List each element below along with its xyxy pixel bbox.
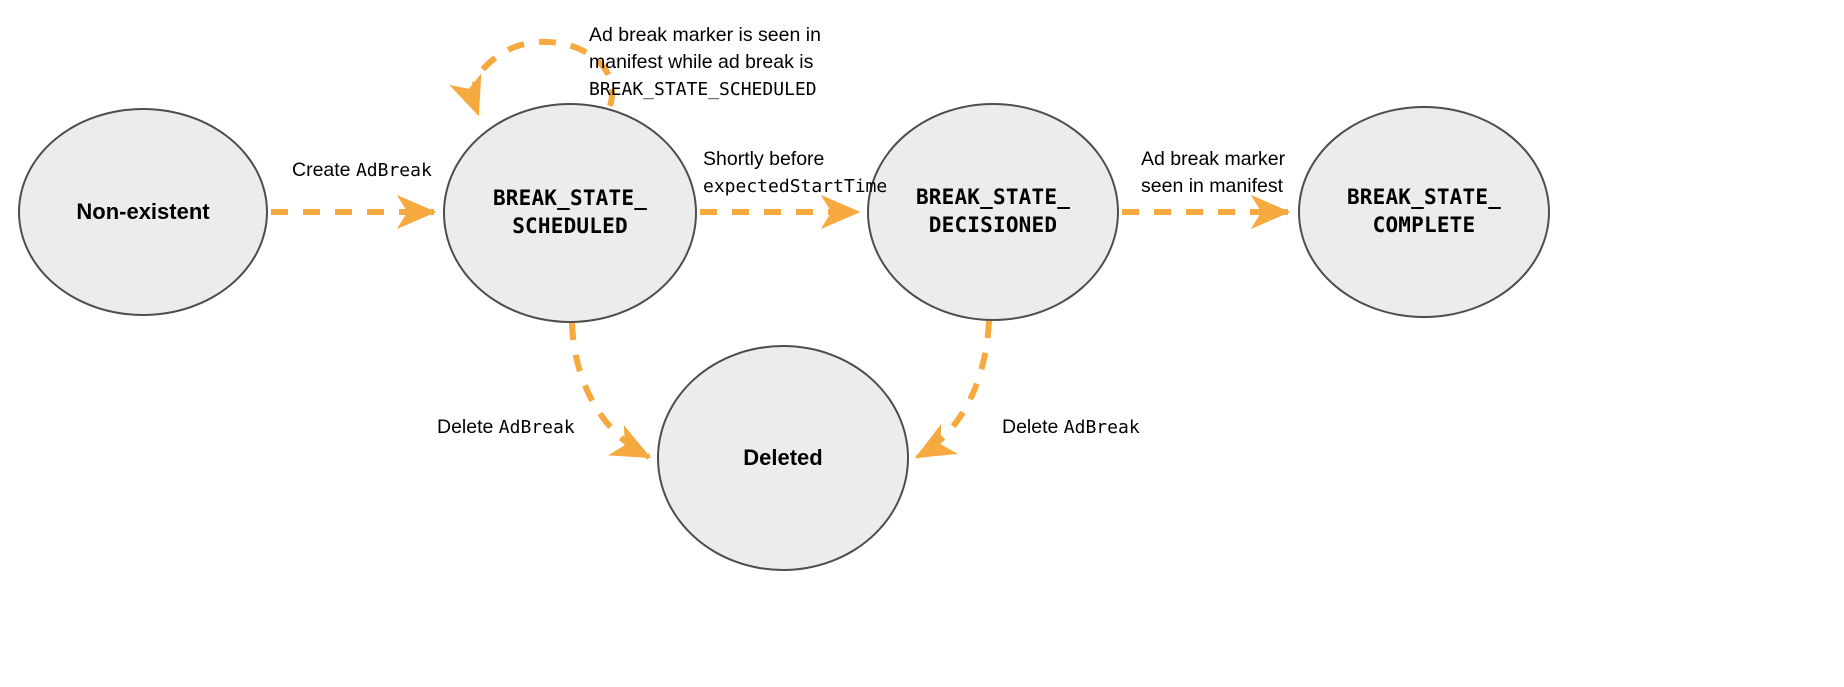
node-deleted-label: Deleted [743, 445, 823, 471]
edge-label-marker-seen-in-manifest: Ad break marker seen in manifest [1141, 146, 1285, 200]
edge-scheduled-self-loop [449, 39, 616, 117]
node-non-existent[interactable]: Non-existent [18, 108, 268, 316]
edge-label-scheduled-self-loop: Ad break marker is seen in manifest while… [589, 22, 821, 103]
edge-label-shortly-before-text: Shortly before [703, 148, 825, 170]
edge-delete-from-decisioned [914, 320, 992, 460]
edge-label-marker-seen-line1: Ad break marker [1141, 148, 1286, 170]
node-deleted[interactable]: Deleted [657, 345, 909, 571]
edge-label-delete-decisioned-text: Delete [1002, 416, 1064, 438]
edge-label-delete-from-decisioned: Delete AdBreak [1002, 414, 1140, 441]
edge-delete-from-scheduled [569, 322, 652, 460]
edge-label-shortly-before: Shortly before expectedStartTime [703, 146, 887, 200]
node-break-state-scheduled[interactable]: BREAK_STATE_ SCHEDULED [443, 103, 697, 323]
edge-label-delete-from-scheduled: Delete AdBreak [437, 414, 575, 441]
edge-label-self-loop-code: BREAK_STATE_SCHEDULED [589, 78, 817, 100]
edge-label-marker-seen-line2: seen in manifest [1141, 174, 1283, 197]
edge-label-self-loop-line2: manifest while ad break is [589, 50, 814, 73]
edge-label-self-loop-line1: Ad break marker is seen in [589, 24, 821, 46]
edge-label-delete-scheduled-text: Delete [437, 416, 499, 438]
edge-label-create-adbreak-code: AdBreak [355, 160, 432, 181]
node-break-state-scheduled-label: BREAK_STATE_ SCHEDULED [492, 186, 648, 238]
node-break-state-complete[interactable]: BREAK_STATE_ COMPLETE [1298, 106, 1550, 318]
edge-label-create-adbreak-text: Create [292, 159, 356, 181]
node-break-state-complete-label: BREAK_STATE_ COMPLETE [1346, 185, 1502, 237]
node-break-state-decisioned[interactable]: BREAK_STATE_ DECISIONED [867, 103, 1119, 321]
edge-label-create-adbreak: Create AdBreak [292, 157, 432, 184]
node-break-state-decisioned-label: BREAK_STATE_ DECISIONED [915, 185, 1071, 237]
edge-label-shortly-before-code: expectedStartTime [703, 175, 888, 197]
edge-label-delete-decisioned-code: AdBreak [1063, 417, 1140, 438]
node-non-existent-label: Non-existent [76, 199, 210, 225]
edge-label-delete-scheduled-code: AdBreak [498, 417, 575, 438]
